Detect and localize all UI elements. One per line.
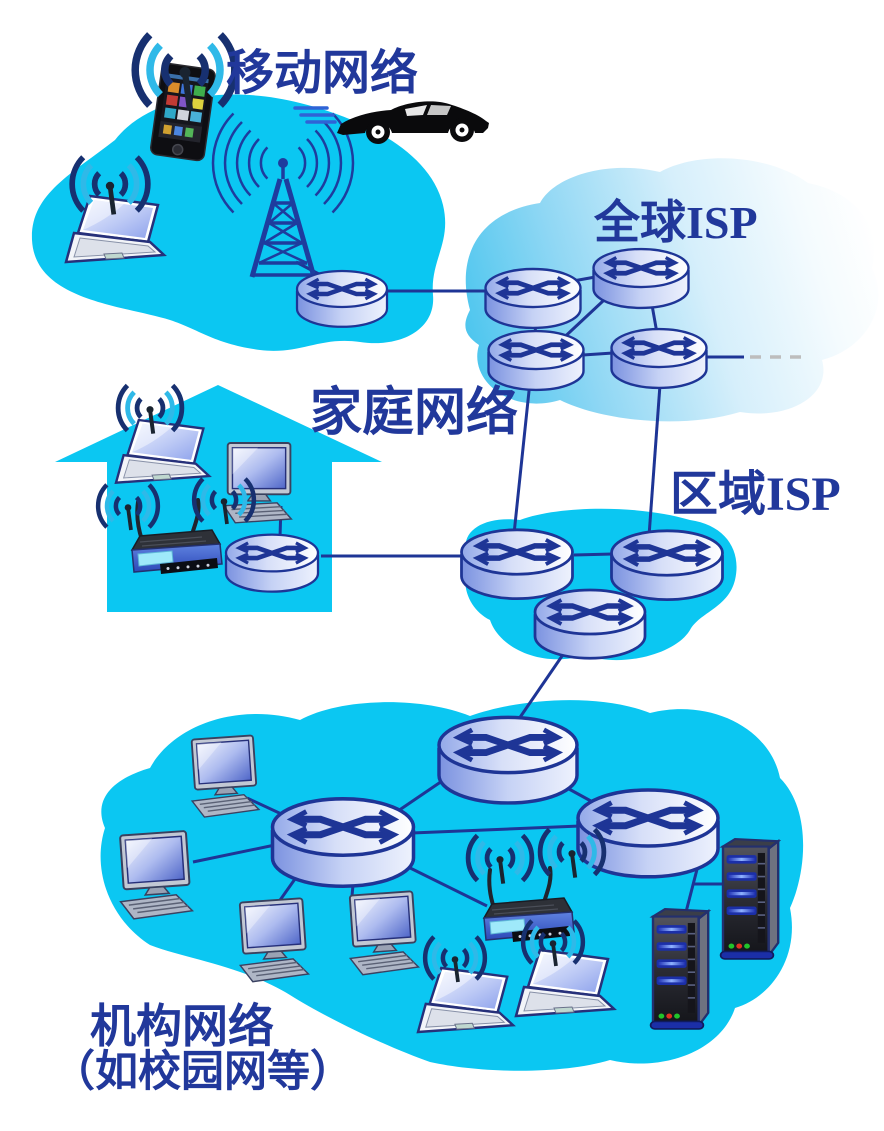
link-rl-rr — [573, 552, 614, 557]
link-r3-regional — [512, 371, 533, 535]
motion-lines-icon — [293, 106, 337, 124]
router-icon-regional-bottom — [535, 590, 645, 658]
link-ic-accesspoint — [395, 859, 488, 908]
server-icon-1 — [649, 907, 710, 1031]
link-r4-regional — [647, 370, 663, 537]
label-institutional-line2: （如校园网等） — [52, 1048, 353, 1096]
router-icon-global-4 — [612, 329, 707, 388]
router-icon-inst-top — [439, 717, 577, 803]
link-ic-pc2 — [192, 843, 276, 864]
router-icon-global-2 — [594, 249, 689, 308]
router-icon-inst-center — [273, 799, 414, 886]
desktop-pc-icon-2 — [114, 829, 194, 921]
desktop-pc-icon-1 — [186, 734, 261, 819]
desktop-pc-icon-home — [222, 442, 293, 524]
router-icon-mobile — [297, 271, 387, 327]
link-it-ic — [394, 775, 449, 815]
label-regional-isp: 区域ISP — [670, 468, 841, 521]
router-icon-global-1 — [486, 269, 581, 328]
car-icon — [293, 101, 489, 144]
label-mobile-network: 移动网络 — [226, 46, 418, 100]
link-ic-ir — [411, 824, 581, 835]
label-home-network: 家庭网络 — [310, 383, 518, 442]
link-r3-r4 — [582, 351, 614, 357]
router-icon-global-3 — [489, 331, 584, 390]
desktop-pc-icon-3 — [234, 897, 310, 984]
desktop-pc-icon-4 — [344, 890, 420, 977]
label-institutional-line1: 机构网络 — [90, 1001, 274, 1052]
router-icon-home — [226, 535, 318, 592]
label-global-isp: 全球ISP — [593, 197, 758, 248]
router-icon-regional-left — [462, 530, 573, 599]
router-icon-regional-right — [612, 531, 723, 600]
server-icon-2 — [719, 837, 780, 961]
